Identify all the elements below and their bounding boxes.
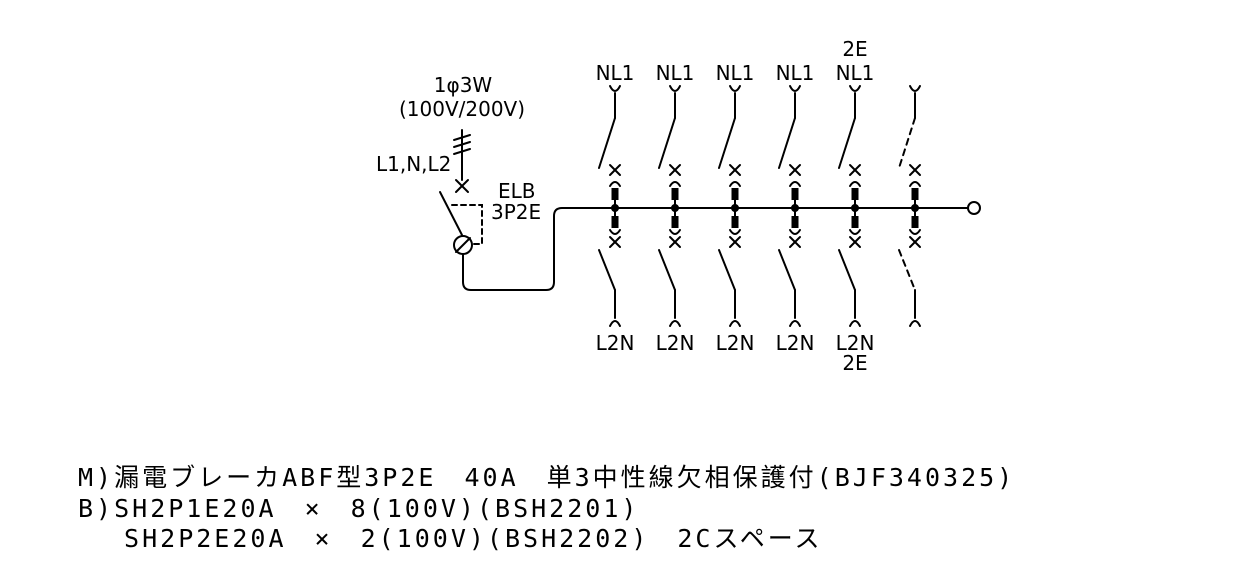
branch-top-label: NL1 [776, 61, 815, 85]
branch-top-label: NL1 [656, 61, 695, 85]
bottom-terminal [909, 320, 921, 327]
note-main-breaker: M)漏電ブレーカABF型3P2E 40A 単3中性線欠相保護付(BJF34032… [78, 463, 1016, 492]
supply-lines-label: L1,N,L2 [376, 152, 451, 176]
branch-bottom-label: L2N [776, 331, 815, 355]
spare-branch [898, 85, 921, 327]
note-branch-breakers-2: SH2P2E20A × 2(100V)(BSH2202) 2Cスペース [78, 524, 823, 553]
elb-type-label: ELB [498, 179, 536, 203]
busbar-node [731, 204, 739, 212]
busbar-node [611, 204, 619, 212]
branch-top-extra-label: 2E [842, 37, 867, 61]
top-terminal [669, 85, 681, 92]
bottom-terminal [669, 320, 681, 327]
supply-phase-label: 1φ3W [434, 73, 493, 97]
busbar-node [911, 204, 919, 212]
busbar-node [671, 204, 679, 212]
bottom-terminal [849, 320, 861, 327]
busbar [462, 207, 969, 291]
branch-bottom-label: L2N [836, 331, 875, 355]
branch-top-label: NL1 [596, 61, 635, 85]
branch-circuit [598, 85, 621, 327]
elb-poles-label: 3P2E [491, 200, 541, 224]
main-switch-blade [439, 191, 463, 236]
note-branch-breakers-1: B)SH2P1E20A × 8(100V)(BSH2201) [78, 494, 640, 523]
busbar-end-terminal [967, 201, 981, 215]
branch-bottom-label: L2N [596, 331, 635, 355]
branch-bottom-extra-label: 2E [842, 351, 867, 375]
bottom-terminal [609, 320, 621, 327]
branch-bottom-label: L2N [656, 331, 695, 355]
branch-circuit [838, 85, 861, 327]
circuit-diagram: 1φ3W (100V/200V) L1,N,L2 ELB 3P2E NL1L2N… [376, 37, 981, 375]
top-terminal [909, 85, 921, 92]
bottom-terminal [789, 320, 801, 327]
branch-top-label: NL1 [716, 61, 755, 85]
top-terminal [849, 85, 861, 92]
busbar-node [851, 204, 859, 212]
branch-circuit [778, 85, 801, 327]
branch-bottom-label: L2N [716, 331, 755, 355]
bottom-terminal [729, 320, 741, 327]
top-terminal [729, 85, 741, 92]
top-terminal [609, 85, 621, 92]
top-terminal [789, 85, 801, 92]
branch-circuit [718, 85, 741, 327]
branch-top-label: NL1 [836, 61, 875, 85]
supply-voltage-label: (100V/200V) [399, 97, 525, 121]
busbar-node [791, 204, 799, 212]
branch-circuit [658, 85, 681, 327]
